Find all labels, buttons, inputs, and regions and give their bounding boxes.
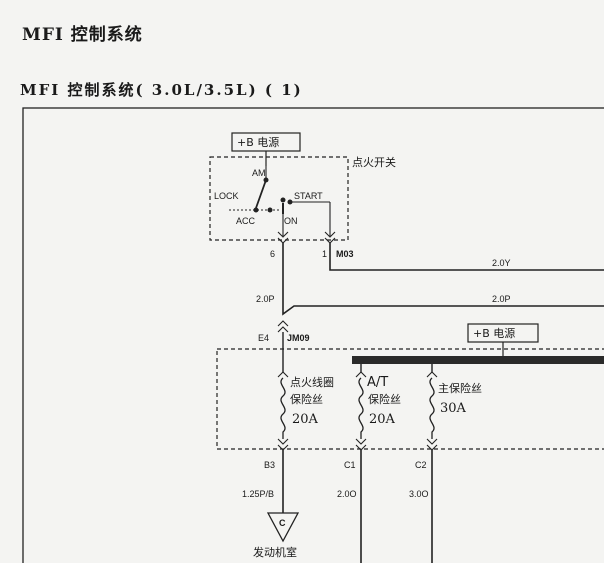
wire-2-0y	[329, 243, 604, 271]
ignition-switch-title: 点火开关	[352, 155, 396, 169]
ground-symbol: C	[279, 518, 286, 528]
connector-m03: M03	[336, 249, 354, 259]
switch-pos-am: AM	[252, 168, 266, 178]
switch-connector-chevrons	[277, 231, 336, 244]
fuse-3-rating: 30A	[440, 401, 467, 416]
fuse-2-rating: 20A	[369, 412, 396, 427]
power-box-top-label: +B 电源	[237, 135, 279, 149]
page-heading: MFI 控制系统	[22, 25, 143, 45]
fuse-2-line2: 保险丝	[368, 392, 401, 406]
fuse-elements	[280, 377, 435, 439]
switch-pos-start: START	[294, 191, 323, 201]
fuse-2-line1: A/T	[367, 375, 388, 390]
wire-2-0p-upper-label: 2.0P	[492, 294, 511, 304]
fuse-3-line1: 主保险丝	[438, 381, 482, 395]
wire-2-0y-label: 2.0Y	[492, 258, 511, 268]
pin-6: 6	[270, 249, 275, 259]
ground-location: 发动机室	[253, 545, 297, 559]
wire-1-25pb-label: 1.25P/B	[242, 489, 274, 499]
switch-pos-acc: ACC	[236, 216, 256, 226]
fuse-box	[216, 348, 604, 450]
fuse-chevrons	[277, 371, 438, 451]
wire-3-0o-label: 3.0O	[409, 489, 429, 499]
fuse-lines	[282, 332, 433, 372]
jm09-chevrons	[277, 320, 289, 333]
connector-e4: E4	[258, 333, 269, 343]
bus-bar	[352, 356, 604, 364]
switch-pos-lock: LOCK	[214, 191, 239, 201]
switch-pos-on: ON	[284, 216, 298, 226]
pin-1: 1	[322, 249, 327, 259]
ignition-switch-box	[209, 156, 349, 241]
power-box-right-label: +B 电源	[473, 326, 515, 340]
diagram-frame	[22, 107, 604, 563]
connector-c2: C2	[415, 460, 427, 470]
output-wires	[282, 450, 433, 563]
fuse-1-rating: 20A	[292, 412, 319, 427]
fuse-1-line1: 点火线圈	[290, 375, 334, 389]
connector-b3: B3	[264, 460, 275, 470]
wire-2-0o-label: 2.0O	[337, 489, 357, 499]
diagram-subheading: MFI 控制系统( 3.0L/3.5L) ( 1)	[20, 81, 303, 99]
switch-contact-dots	[253, 177, 293, 213]
wire-2-0p-left-label: 2.0P	[256, 294, 275, 304]
fuse-1-line2: 保险丝	[290, 392, 323, 406]
ground-triangle	[266, 512, 300, 543]
connector-jm09: JM09	[287, 333, 310, 343]
wire-2-0p	[282, 243, 604, 316]
connector-c1: C1	[344, 460, 356, 470]
